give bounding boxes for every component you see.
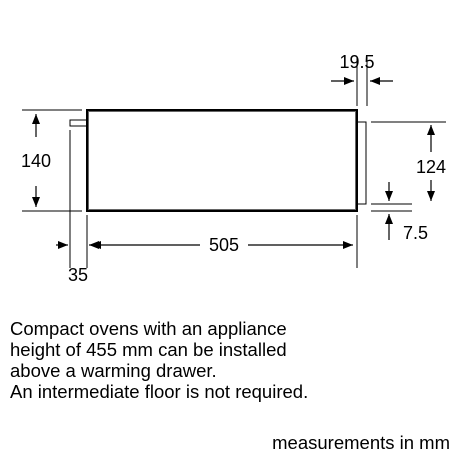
height-dimension-left: 140: [21, 109, 82, 212]
front-height-dimension: 124: [371, 121, 446, 205]
bottom-offset-dimension: 7.5: [371, 182, 428, 243]
drawer-body-inner: [88, 111, 356, 210]
note-line: An intermediate floor is not required.: [10, 381, 309, 402]
dimension-drawing: 140 19.5 124 7.5 505 35: [21, 52, 446, 285]
label-bottom-offset: 7.5: [403, 223, 428, 243]
label-side-offset: 35: [68, 265, 88, 285]
installation-note: Compact ovens with an appliance height o…: [10, 318, 450, 402]
drawer-front-panel: [356, 121, 367, 205]
rear-connector: [69, 119, 88, 127]
front-thickness-dimension: 19.5: [331, 52, 393, 85]
drawer-body: [86, 109, 358, 212]
label-height-left: 140: [21, 151, 51, 171]
note-line: height of 455 mm can be installed: [10, 339, 287, 360]
side-offset-dimension: 35: [56, 130, 101, 285]
units-label: measurements in mm: [272, 432, 450, 453]
note-line: Compact ovens with an appliance: [10, 318, 287, 339]
label-front-height: 124: [416, 157, 446, 177]
label-front-thickness: 19.5: [339, 52, 374, 72]
label-depth: 505: [209, 235, 239, 255]
depth-dimension: 505: [86, 215, 358, 268]
note-line: above a warming drawer.: [10, 360, 217, 381]
